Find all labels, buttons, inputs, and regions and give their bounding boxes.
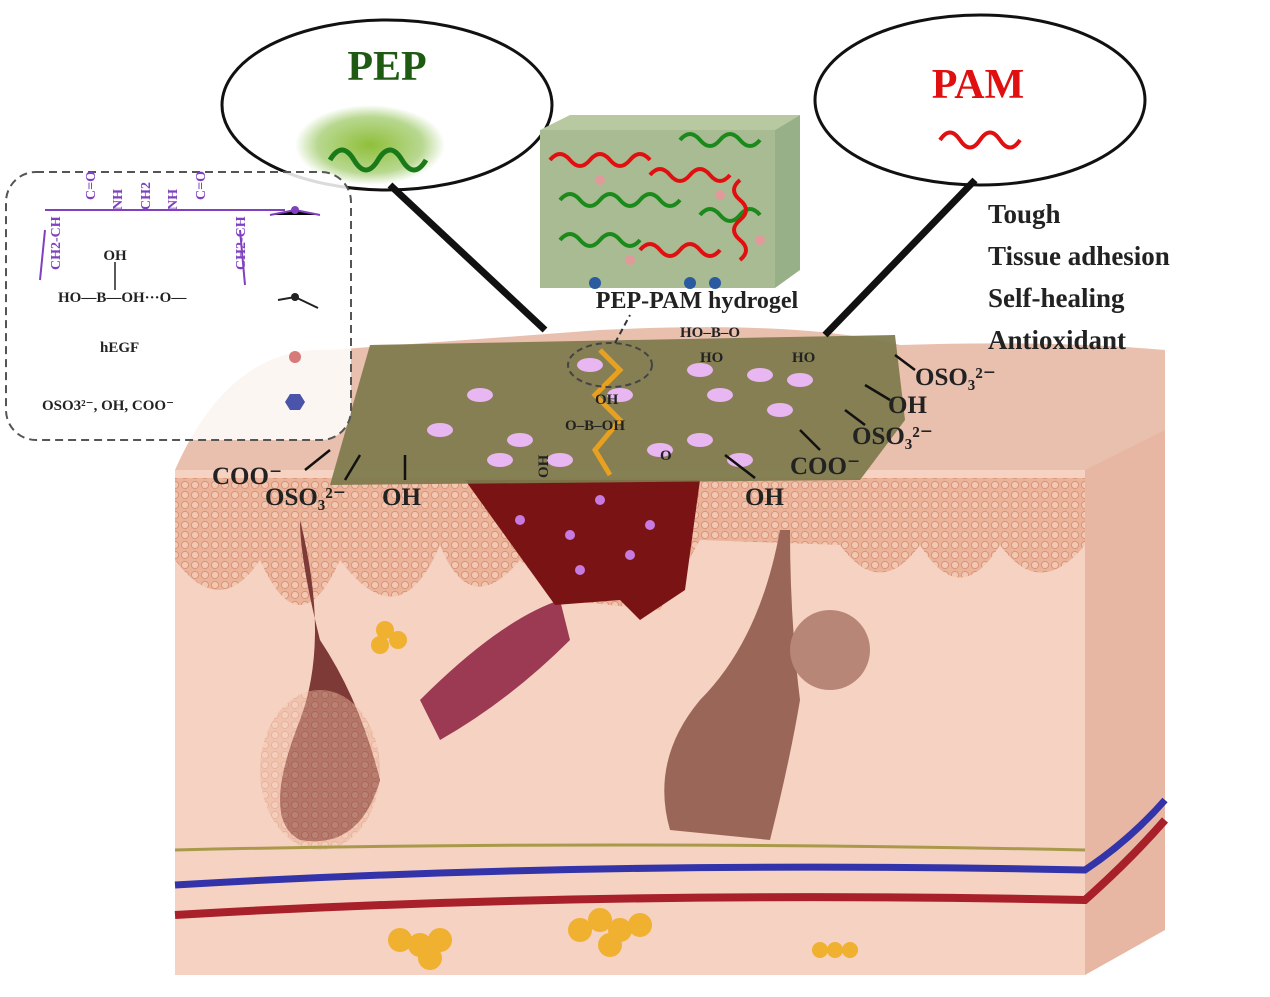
legend-co-2: C=O bbox=[194, 171, 209, 200]
group-lines bbox=[304, 354, 916, 481]
pep-chain bbox=[591, 348, 624, 477]
legend-box bbox=[5, 171, 352, 441]
legend-nh: NH bbox=[111, 189, 126, 210]
fat-cells bbox=[371, 621, 858, 970]
skin-block bbox=[174, 327, 1169, 975]
pam-bubble bbox=[813, 13, 1147, 338]
legend-nh-2: NH bbox=[166, 189, 181, 210]
nerve bbox=[174, 843, 1086, 852]
properties-list: Tough Tissue adhesion Self-healing Antio… bbox=[988, 199, 1170, 355]
chem-center-borate: O–B–OH bbox=[565, 418, 625, 434]
surface-groups: COO⁻ OSO₃²⁻ OH OSO₃²⁻ OH OSO₃²⁻ COO⁻ OH bbox=[212, 364, 996, 511]
hegf-particles-in-wound bbox=[515, 495, 655, 575]
hegf-particles bbox=[427, 358, 813, 467]
legend-borate-oh: OH bbox=[103, 248, 127, 264]
hegf-legend-icon bbox=[289, 351, 301, 363]
groups-legend-icon bbox=[285, 394, 305, 410]
group-oso3-right-2: OSO₃²⁻ bbox=[852, 423, 933, 450]
legend-groups: OSO3²⁻, OH, COO⁻ bbox=[42, 398, 174, 414]
chem-oh-vertical: OH bbox=[536, 454, 552, 478]
hydrogel-network-cube bbox=[540, 115, 800, 289]
pep-bubble bbox=[220, 18, 554, 333]
group-oso3-left: OSO₃²⁻ bbox=[265, 484, 346, 511]
group-oh-left: OH bbox=[382, 484, 421, 511]
property-tissue-adhesion: Tissue adhesion bbox=[988, 241, 1170, 271]
zoom-circle bbox=[567, 342, 653, 388]
chem-o: O bbox=[660, 448, 672, 464]
pep-label: PEP bbox=[347, 44, 426, 90]
group-coo-right: COO⁻ bbox=[790, 453, 860, 480]
wound bbox=[465, 480, 700, 620]
legend-borate: HO—B—OH···O— bbox=[58, 290, 187, 306]
group-oh-right: OH bbox=[888, 392, 927, 419]
chem-center-oh: OH bbox=[595, 392, 619, 408]
chem-top-borate: HO–B–O bbox=[680, 325, 740, 341]
property-tough: Tough bbox=[988, 199, 1061, 229]
group-coo-left: COO⁻ bbox=[212, 463, 282, 490]
pam-chain-icon bbox=[938, 130, 1022, 150]
legend-hegf: hEGF bbox=[100, 340, 139, 356]
property-self-healing: Self-healing bbox=[988, 283, 1125, 313]
sweat-gland-duct bbox=[420, 600, 570, 740]
pam-label: PAM bbox=[932, 62, 1025, 108]
property-antioxidant: Antioxidant bbox=[988, 325, 1126, 355]
vein bbox=[174, 797, 1168, 889]
legend-ch2ch-left: CH2-CH bbox=[49, 216, 64, 270]
legend-co: C=O bbox=[84, 171, 99, 200]
chem-ho-right: HO bbox=[792, 350, 815, 366]
legend-ch2: CH2 bbox=[139, 182, 154, 210]
group-oso3-right-1: OSO₃²⁻ bbox=[915, 364, 996, 391]
chem-ho-left: HO bbox=[700, 350, 723, 366]
legend-ch2ch-right: CH2-CH bbox=[234, 216, 249, 270]
legend-text: CH2-CH C=O NH CH2 NH C=O CH2-CH OH HO—B—… bbox=[42, 171, 249, 414]
artery bbox=[174, 817, 1169, 919]
hydrogel-label: PEP-PAM hydrogel bbox=[596, 288, 799, 314]
hair-follicle-right bbox=[664, 530, 800, 840]
hydrogel-chemistry: HO–B–O HO HO OH O–B–OH OH O bbox=[536, 325, 815, 478]
group-oh-bottom: OH bbox=[745, 484, 784, 511]
